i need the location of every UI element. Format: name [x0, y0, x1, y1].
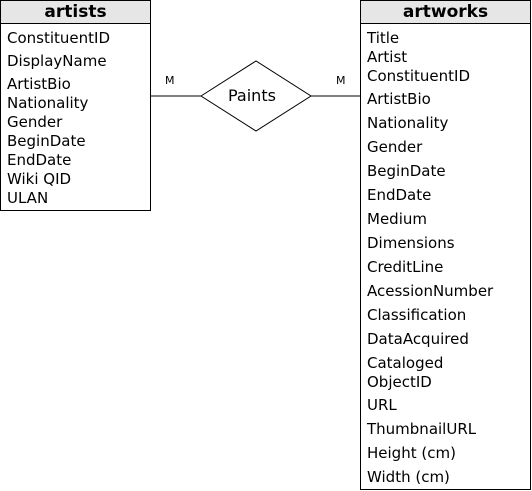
artists-attribute: ArtistBio	[7, 75, 71, 93]
artworks-attribute: ArtistBio	[367, 90, 431, 108]
artists-attribute: Nationality	[7, 94, 89, 112]
artists-attribute: BeginDate	[7, 132, 86, 150]
artworks-attribute: ThumbnailURL	[367, 420, 477, 438]
artworks-attribute: Cataloged	[367, 354, 444, 372]
relationship-label: Paints	[228, 86, 276, 105]
artworks-attribute: URL	[367, 396, 397, 414]
artworks-attribute: Title	[367, 29, 400, 47]
artworks-attribute: Nationality	[367, 114, 449, 132]
artists-attribute: EndDate	[7, 151, 72, 169]
artworks-attribute: Width (cm)	[367, 468, 450, 486]
artworks-attribute: EndDate	[367, 186, 432, 204]
artworks-entity: artworks Title Artist ConstituentID Arti…	[360, 0, 531, 490]
artworks-attribute: Classification	[367, 306, 467, 324]
artists-attribute: Wiki QID	[7, 170, 72, 188]
artworks-attribute: Medium	[367, 210, 427, 228]
artists-attribute: ConstituentID	[7, 29, 111, 47]
artworks-attribute: Dimensions	[367, 234, 455, 252]
artworks-attribute: BeginDate	[367, 162, 446, 180]
relationship-diamond	[200, 60, 312, 132]
artworks-attribute: Gender	[367, 138, 423, 156]
artworks-attribute: Height (cm)	[367, 444, 456, 462]
artists-entity-title: artists	[1, 1, 150, 24]
artists-attribute: Gender	[7, 113, 63, 131]
artists-entity: artists ConstituentID DisplayName Artist…	[0, 0, 151, 211]
artists-attribute: DisplayName	[7, 52, 107, 70]
artists-attribute: ULAN	[7, 189, 49, 207]
artworks-attribute: AcessionNumber	[367, 282, 494, 300]
artworks-attribute: Artist	[367, 48, 408, 66]
artworks-attribute: ObjectID	[367, 373, 432, 391]
artworks-attribute: CreditLine	[367, 258, 444, 276]
artworks-attribute: ConstituentID	[367, 67, 471, 85]
left-cardinality: M	[165, 74, 175, 87]
right-cardinality: M	[336, 74, 346, 87]
artworks-attribute: DataAcquired	[367, 330, 469, 348]
artworks-entity-title: artworks	[361, 1, 530, 24]
